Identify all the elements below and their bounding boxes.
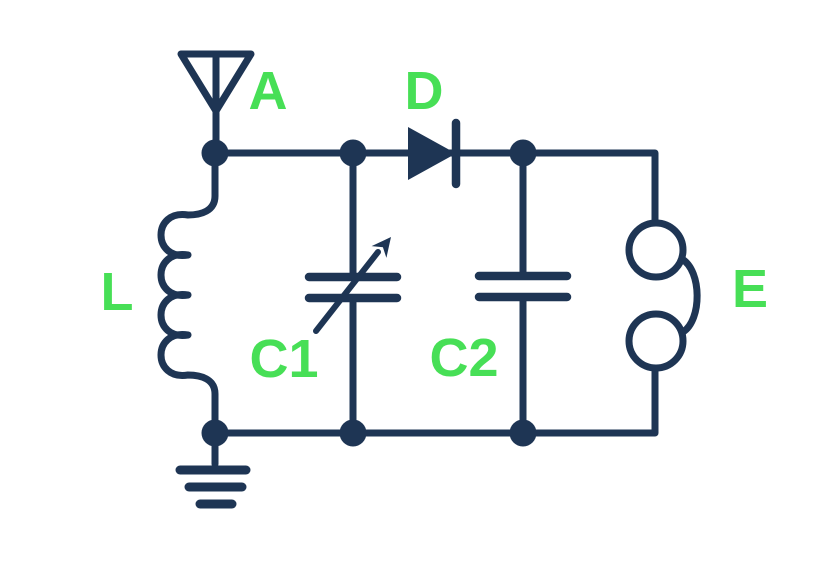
earphone-label: E — [732, 259, 768, 319]
diode-label: D — [405, 61, 444, 121]
capacitor-label: C2 — [429, 328, 498, 388]
antenna-label: A — [249, 61, 288, 121]
coil-label: L — [101, 262, 134, 322]
inductor-coil-icon — [157, 149, 219, 437]
junction-dot-top-c1 — [339, 139, 367, 167]
junction-dot-top-left — [201, 139, 229, 167]
variable-capacitor-label: C1 — [249, 329, 318, 389]
earphone-band-arc — [678, 255, 701, 336]
ground-icon — [175, 436, 251, 509]
c1-arrow-shaft — [313, 249, 381, 334]
junction-dot-bottom-c1 — [339, 419, 367, 447]
variable-capacitor-icon — [304, 149, 402, 437]
earphone-bottom-cup — [625, 310, 687, 372]
capacitor-icon — [474, 149, 572, 437]
diode-icon — [408, 118, 461, 189]
antenna-icon — [177, 50, 255, 157]
earphone-top-cup — [625, 219, 687, 281]
coil-winding — [157, 149, 219, 437]
junction-dot-top-c2 — [509, 139, 537, 167]
junction-dot-bottom-c2 — [509, 419, 537, 447]
diode-anode-triangle — [408, 127, 456, 180]
junction-dot-bottom-left — [201, 419, 229, 447]
c1-arrow-head — [371, 237, 391, 258]
earphone-icon — [625, 219, 701, 372]
